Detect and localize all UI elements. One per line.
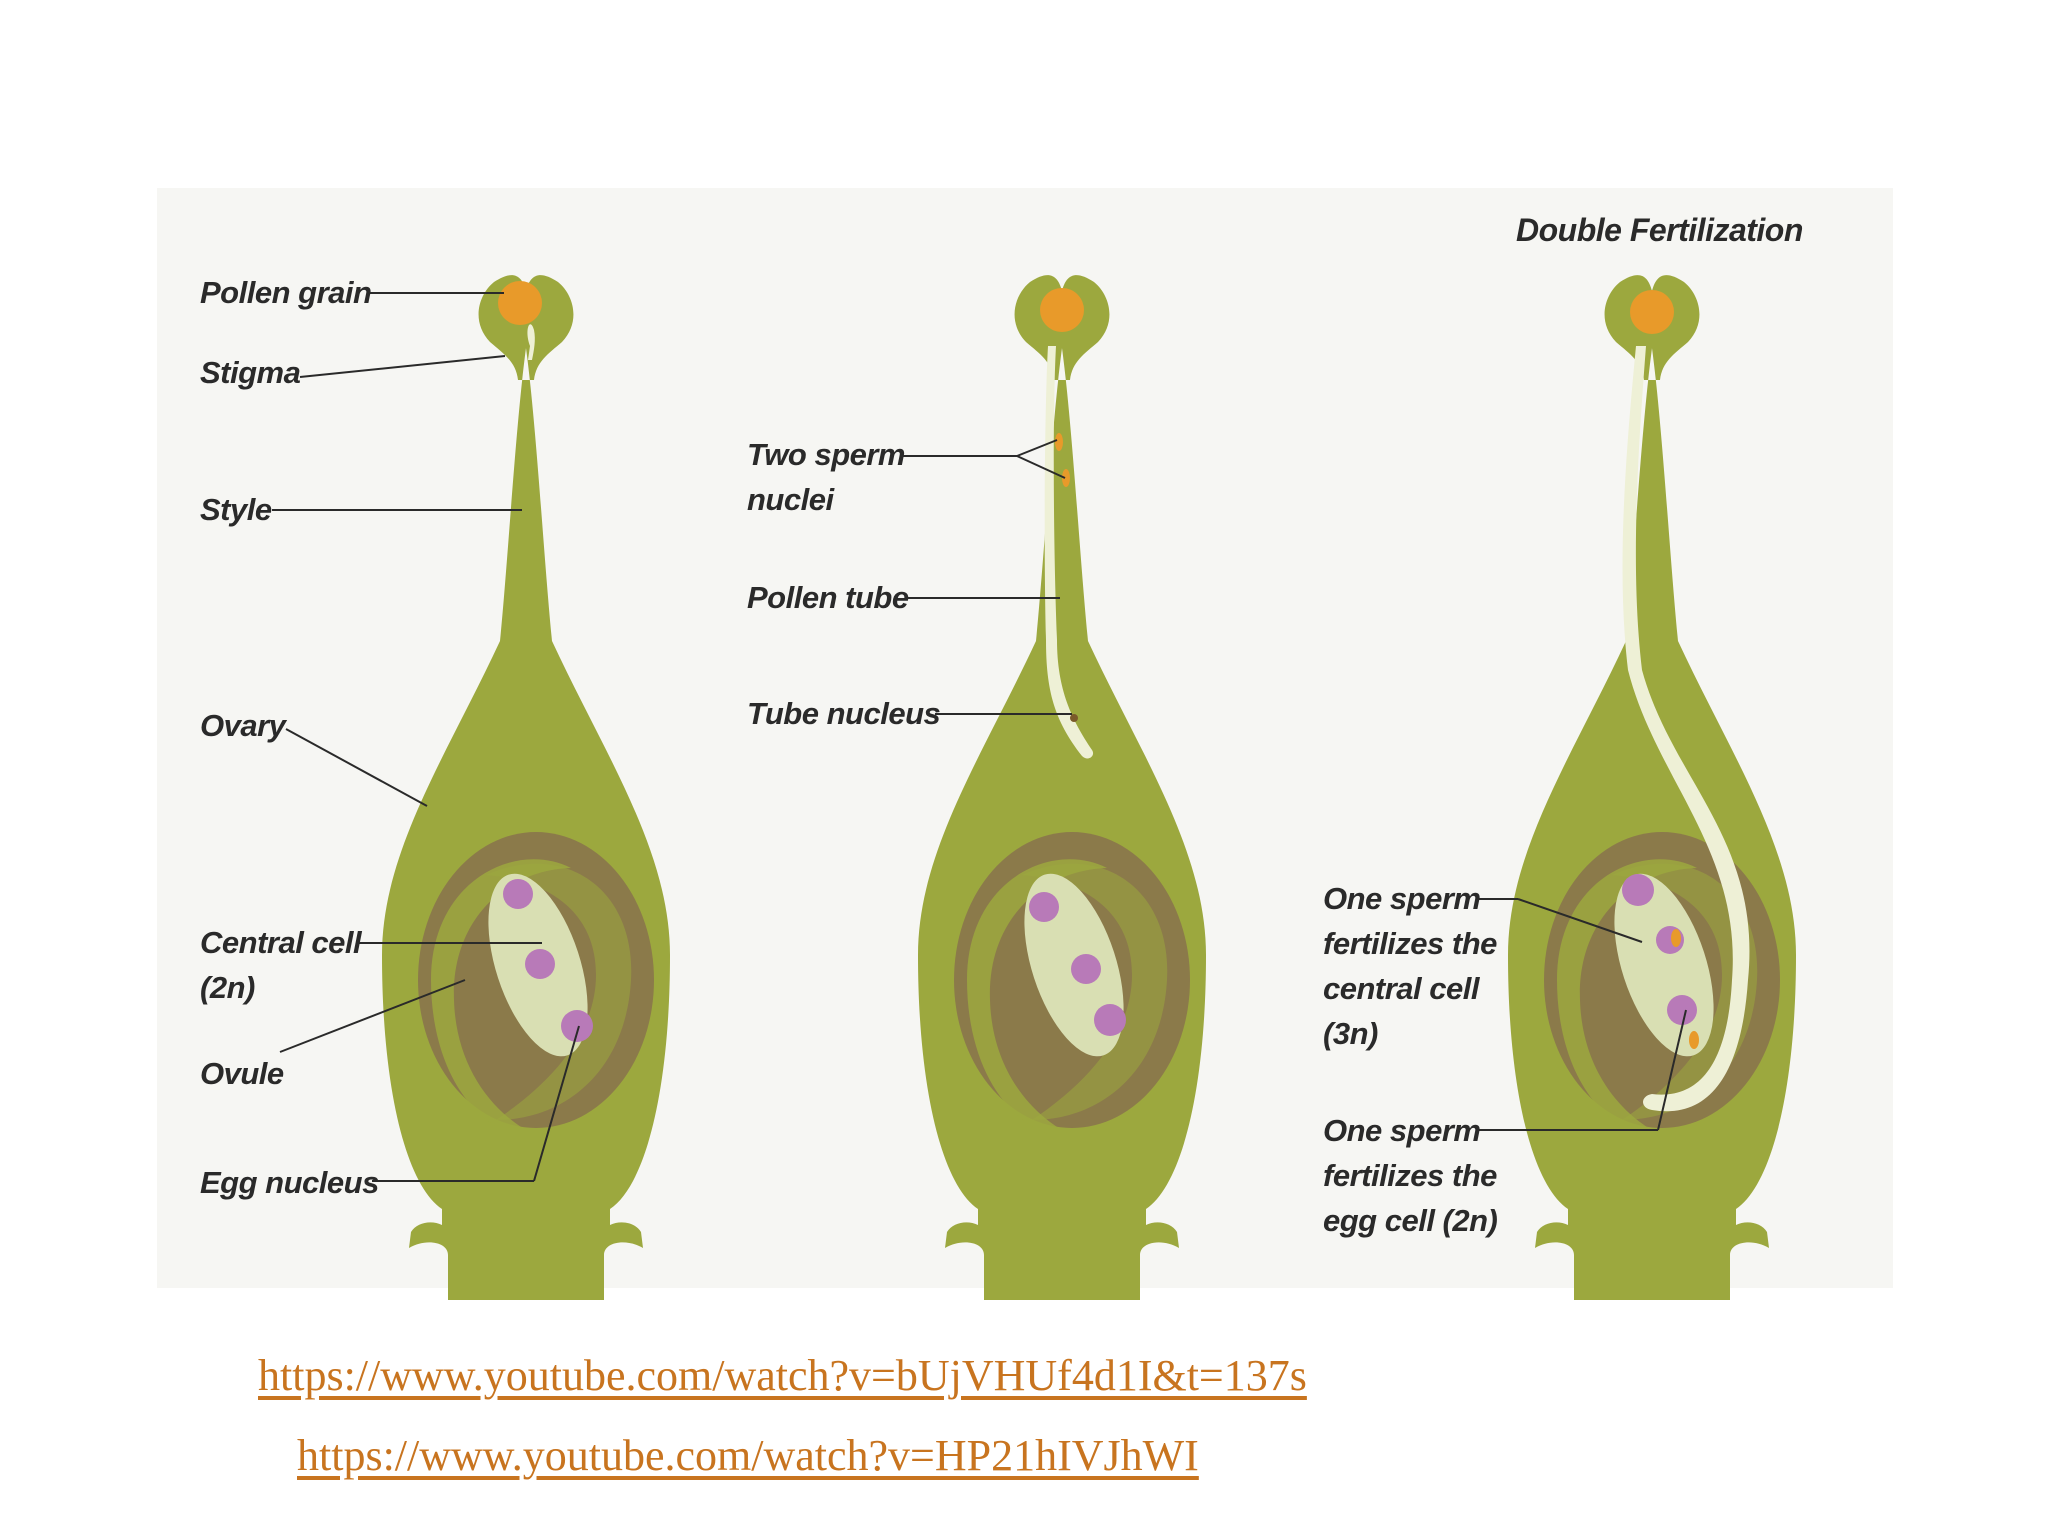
label-style: Style — [200, 492, 272, 527]
label-two-sperm-nuclei: Two sperm nuclei — [747, 437, 906, 517]
nucleus — [525, 949, 555, 979]
pistil-unpollinated — [382, 275, 670, 1301]
label-pollen-grain: Pollen grain — [200, 275, 372, 310]
pollen-grain-3 — [1630, 290, 1674, 334]
pollen-grain-1 — [498, 281, 542, 325]
label-pollen-tube: Pollen tube — [747, 580, 909, 615]
label-sperm-egg-cell: One sperm fertilizes the egg cell (2n) — [1323, 1113, 1498, 1238]
leader-lines — [272, 292, 1687, 1182]
label-ovule: Ovule — [200, 1056, 284, 1091]
nucleus — [1622, 874, 1654, 906]
label-stigma: Stigma — [200, 355, 301, 390]
nucleus — [561, 1010, 593, 1042]
label-ovary: Ovary — [200, 708, 286, 743]
pistil-pollen-tube — [918, 275, 1206, 1301]
pistil-double-fertilization — [1508, 275, 1796, 1301]
label-central-cell: Central cell (2n) — [200, 925, 362, 1005]
pollen-tube-2 — [1044, 346, 1094, 759]
pollen-grain-2 — [1040, 288, 1084, 332]
nucleus — [1071, 954, 1101, 984]
pollen-tube-3 — [1622, 346, 1750, 1112]
video-link-1[interactable]: https://www.youtube.com/watch?v=bUjVHUf4… — [258, 1351, 1307, 1400]
nucleus — [1094, 1004, 1126, 1036]
label-tube-nucleus: Tube nucleus — [747, 696, 941, 731]
label-sperm-central-cell: One sperm fertilizes the central cell (3… — [1323, 881, 1497, 1051]
nucleus — [503, 879, 533, 909]
nucleus — [1667, 995, 1697, 1025]
label-egg-nucleus: Egg nucleus — [200, 1165, 379, 1200]
nucleus — [1029, 892, 1059, 922]
diagram-title: Double Fertilization — [1516, 212, 1803, 248]
video-link-2[interactable]: https://www.youtube.com/watch?v=HP21hIVJ… — [297, 1431, 1199, 1480]
